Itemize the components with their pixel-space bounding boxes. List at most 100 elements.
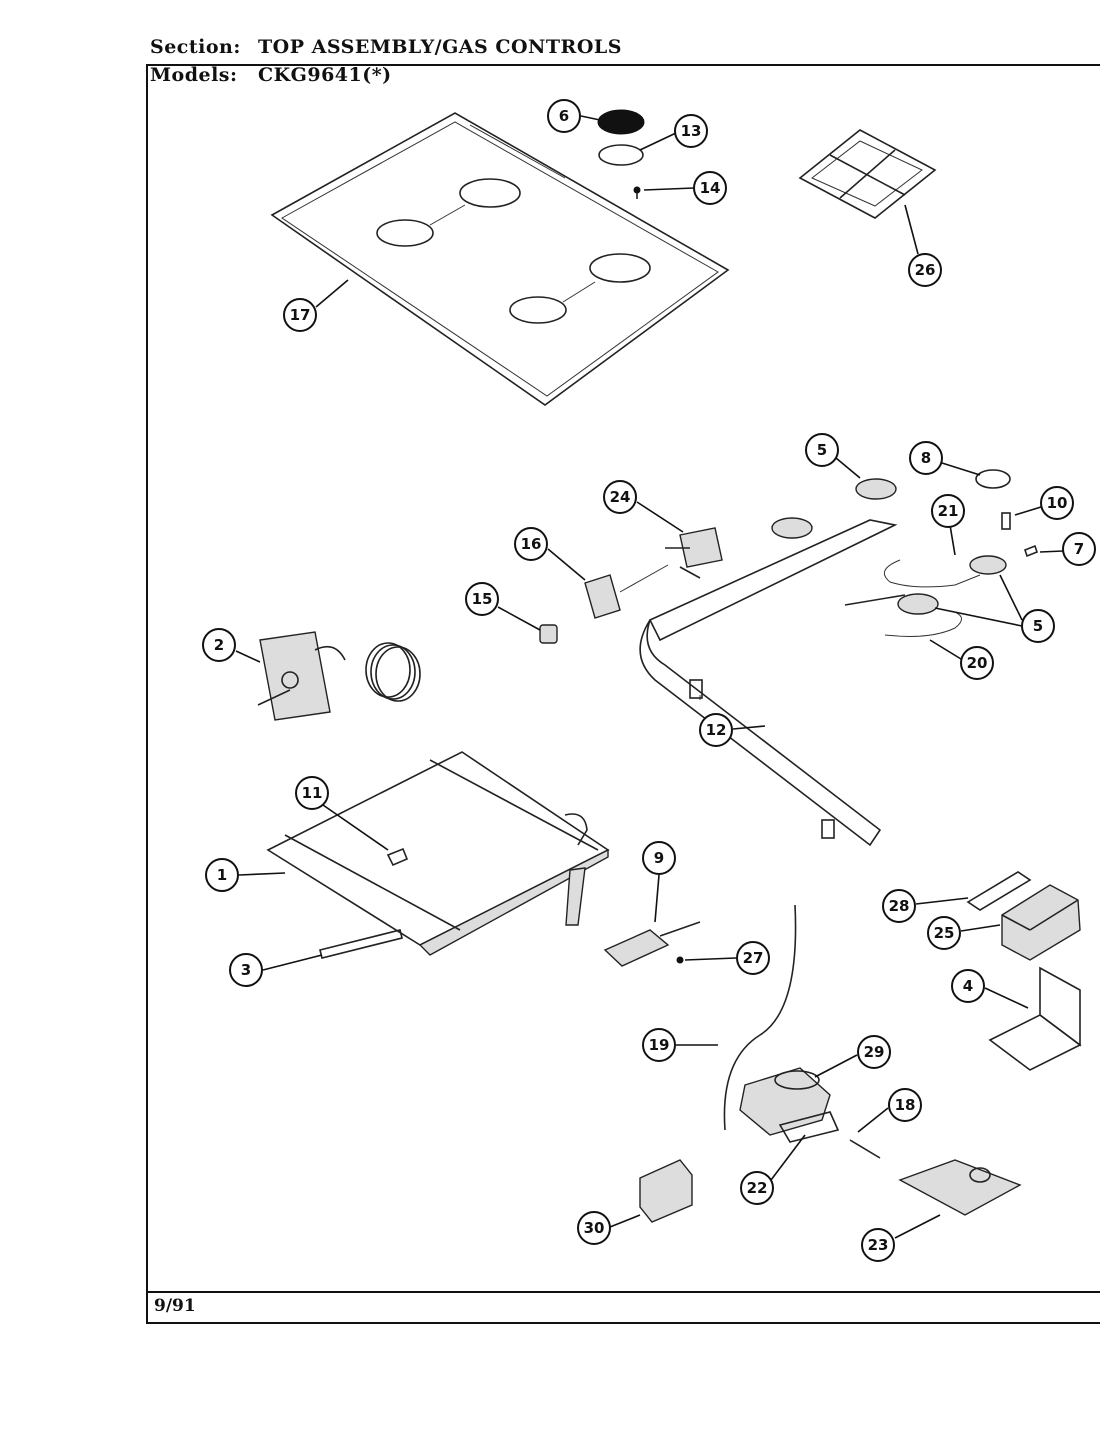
regulator-29 (739, 1067, 831, 1136)
callout-24: 24 (603, 480, 637, 514)
callout-3: 3 (229, 953, 263, 987)
callout-17: 17 (283, 298, 317, 332)
svg-text:7: 7 (1074, 540, 1084, 558)
capillary-coil (365, 642, 421, 702)
svg-text:12: 12 (706, 721, 727, 739)
callout-18: 18 (888, 1088, 922, 1122)
callout-25: 25 (927, 916, 961, 950)
callout-15: 15 (465, 582, 499, 616)
tube-21 (883, 559, 981, 588)
svg-text:2: 2 (214, 636, 224, 654)
models-label: Models: (150, 64, 238, 86)
burner-manifold-12 (639, 519, 898, 847)
callout-20: 20 (960, 646, 994, 680)
svg-text:28: 28 (889, 897, 910, 915)
clip-7 (1024, 544, 1038, 558)
models-value: CKG9641(*) (258, 64, 392, 86)
callout-14: 14 (693, 171, 727, 205)
callout-30: 30 (577, 1211, 611, 1245)
callout-16: 16 (514, 527, 548, 561)
bracket-28 (966, 871, 1032, 911)
box-25 (1001, 884, 1081, 961)
callout-13: 13 (674, 114, 708, 148)
svg-text:17: 17 (290, 306, 311, 324)
screw-27 (676, 956, 684, 964)
svg-text:24: 24 (610, 488, 631, 506)
spark-electrode-10 (1001, 512, 1011, 530)
cooktop-top-panel (270, 112, 730, 406)
screw-11 (386, 847, 409, 867)
callout-12: 12 (699, 713, 733, 747)
section-title: TOP ASSEMBLY/GAS CONTROLS (258, 36, 622, 58)
svg-text:27: 27 (743, 949, 764, 967)
page-frame (146, 64, 1100, 1324)
tube-21b (844, 594, 906, 606)
switch-16 (584, 574, 621, 619)
callout-10: 10 (1040, 486, 1074, 520)
burner-head-5-right (969, 555, 1007, 575)
callout-23: 23 (861, 1228, 895, 1262)
footer-rule (146, 1291, 1100, 1293)
orifice-18 (849, 1139, 881, 1159)
svg-text:1: 1 (217, 866, 227, 884)
gas-tube-19 (723, 904, 797, 1131)
leader-lines (235, 115, 1064, 1239)
svg-text:26: 26 (915, 261, 936, 279)
callout-1: 1 (205, 858, 239, 892)
callout-11: 11 (295, 776, 329, 810)
svg-text:22: 22 (747, 1179, 768, 1197)
revision-date: 9/91 (154, 1296, 196, 1316)
callout-9: 9 (642, 841, 676, 875)
svg-text:30: 30 (584, 1219, 605, 1237)
thermostat-2 (257, 631, 346, 721)
svg-text:5: 5 (1033, 617, 1043, 635)
svg-text:15: 15 (472, 590, 493, 608)
section-label: Section: (150, 36, 241, 58)
svg-text:10: 10 (1047, 494, 1068, 512)
callout-22: 22 (740, 1171, 774, 1205)
ring-13 (598, 144, 644, 166)
screw-14 (633, 186, 641, 199)
callout-6: 6 (547, 99, 581, 133)
svg-text:5: 5 (817, 441, 827, 459)
svg-text:19: 19 (649, 1036, 670, 1054)
spark-module-24 (665, 527, 723, 579)
callout-19: 19 (642, 1028, 676, 1062)
callout-28: 28 (882, 889, 916, 923)
valve-9 (603, 921, 701, 967)
burner-head-5-left (771, 517, 813, 539)
heat-shield-1 (266, 751, 610, 956)
knob-15 (539, 624, 558, 644)
cap-8 (975, 469, 1011, 489)
svg-text:9: 9 (654, 849, 664, 867)
callout-8: 8 (909, 441, 943, 475)
svg-text:29: 29 (864, 1043, 885, 1061)
callout-4: 4 (951, 969, 985, 1003)
svg-text:25: 25 (934, 924, 955, 942)
svg-text:4: 4 (963, 977, 973, 995)
svg-text:8: 8 (921, 449, 931, 467)
callout-27: 27 (736, 941, 770, 975)
svg-text:21: 21 (938, 502, 959, 520)
svg-text:18: 18 (895, 1096, 916, 1114)
callout-21: 21 (931, 494, 965, 528)
callout-5-right: 5 (1021, 609, 1055, 643)
svg-text:11: 11 (302, 784, 323, 802)
callout-7: 7 (1062, 532, 1096, 566)
svg-text:14: 14 (700, 179, 721, 197)
bracket-22 (778, 1111, 840, 1143)
callout-2: 2 (202, 628, 236, 662)
igniter-23 (898, 1159, 1022, 1216)
burner-grate-26 (798, 129, 937, 219)
svg-text:16: 16 (521, 535, 542, 553)
svg-text:13: 13 (681, 122, 702, 140)
svg-text:20: 20 (967, 654, 988, 672)
bracket-30 (639, 1159, 693, 1223)
burner-head-5-top (855, 478, 897, 500)
svg-text:23: 23 (868, 1236, 889, 1254)
bracket-3 (319, 929, 403, 959)
burner-cap-6 (597, 109, 645, 135)
burner-head-5-front (897, 593, 939, 615)
callout-5-top: 5 (805, 433, 839, 467)
